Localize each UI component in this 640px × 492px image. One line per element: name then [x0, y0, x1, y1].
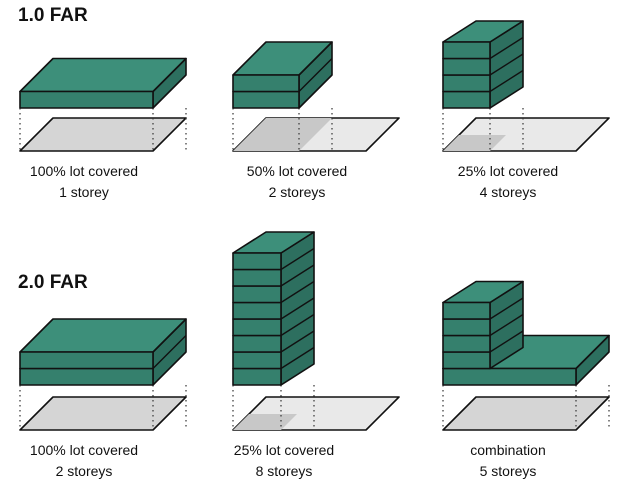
storey — [19, 90, 154, 109]
storey-line — [280, 346, 315, 370]
caption-line1: combination — [470, 442, 546, 458]
storey-line — [280, 330, 315, 353]
storey — [442, 90, 491, 109]
storey-line — [280, 264, 315, 287]
storey — [232, 285, 282, 304]
storey-line — [489, 297, 524, 320]
storey-line — [489, 330, 524, 353]
storey — [19, 351, 154, 370]
storey — [442, 367, 577, 386]
storey — [442, 334, 491, 353]
caption-line1: 100% lot covered — [30, 442, 138, 458]
storey — [232, 367, 282, 386]
example-50pct-2-storeys — [232, 41, 400, 152]
caption-line2: 8 storeys — [256, 463, 313, 479]
storey — [232, 74, 300, 93]
storey — [232, 268, 282, 287]
lot-ground — [442, 396, 610, 431]
storey — [442, 41, 491, 60]
caption-line2: 1 storey — [59, 184, 109, 200]
storey — [232, 318, 282, 337]
caption-line1: 100% lot covered — [30, 163, 138, 179]
storey — [442, 74, 491, 93]
storey-line — [489, 313, 524, 337]
storey-line — [298, 58, 333, 92]
example-100pct-2-storeys — [19, 318, 187, 431]
lot-ground — [19, 396, 187, 431]
caption-line2: 2 storeys — [56, 463, 113, 479]
caption-line1: 50% lot covered — [247, 163, 347, 179]
storey-line — [152, 335, 187, 369]
caption-line1: 25% lot covered — [234, 442, 334, 458]
lot-ground — [19, 117, 187, 152]
storey — [19, 367, 154, 386]
storey — [232, 351, 282, 370]
example-combination-5-storeys — [442, 280, 610, 431]
example-100pct-1-storey — [19, 57, 187, 152]
storey-line — [280, 297, 315, 320]
caption-line1: 25% lot covered — [458, 163, 558, 179]
building-footprint — [233, 118, 332, 151]
example-25pct-4-storeys — [442, 20, 610, 152]
storey — [442, 351, 491, 370]
caption-line2: 4 storeys — [480, 184, 537, 200]
section-heading-2-far: 2.0 FAR — [18, 272, 88, 293]
caption-line2: 5 storeys — [480, 463, 537, 479]
storey-line — [489, 36, 524, 60]
storey-line — [280, 280, 315, 304]
section-heading-1-far: 1.0 FAR — [18, 5, 88, 26]
storey — [442, 301, 491, 320]
storey-line — [489, 69, 524, 93]
storey — [232, 90, 300, 109]
example-25pct-8-storeys — [232, 231, 400, 431]
caption-line2: 2 storeys — [269, 184, 326, 200]
storey — [442, 57, 491, 76]
storey — [232, 252, 282, 271]
storey-line — [280, 247, 315, 271]
storey — [442, 318, 491, 337]
storey — [232, 334, 282, 353]
storey — [232, 301, 282, 320]
storey-line — [489, 53, 524, 76]
storey-line — [280, 313, 315, 337]
